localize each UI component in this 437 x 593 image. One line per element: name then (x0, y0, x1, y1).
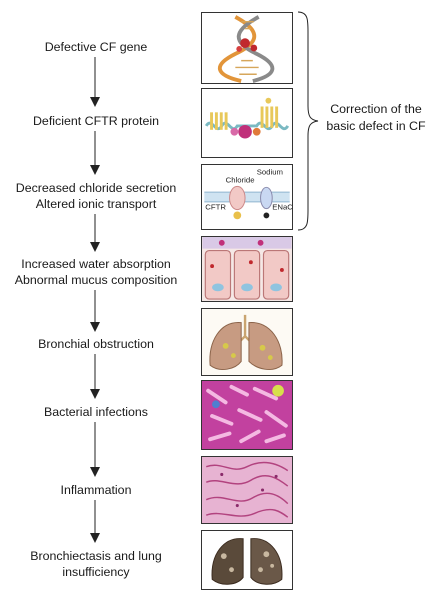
cftr-protein-icon (202, 89, 292, 157)
damaged-lungs-icon (202, 531, 292, 589)
down-arrow-icon (88, 354, 102, 399)
step-defective-gene: Defective CF gene (0, 39, 192, 55)
enac-channel-icon (261, 187, 273, 208)
down-arrow-icon (88, 422, 102, 477)
ion-transport-panel: Chloride Sodium CFTR ENaC (201, 164, 293, 230)
chloride-label: Chloride (226, 175, 255, 184)
dna-helix-icon (202, 13, 292, 83)
step-deficient-protein: Deficient CFTR protein (0, 113, 192, 129)
sodium-label: Sodium (257, 168, 283, 177)
down-arrow-icon (88, 290, 102, 332)
dna-panel (201, 12, 293, 84)
step-inflammation: Inflammation (0, 482, 192, 498)
lungs-icon (202, 309, 292, 375)
down-arrow-icon (88, 131, 102, 175)
damaged-lungs-panel (201, 530, 293, 590)
epithelial-cells-icon (202, 237, 292, 301)
epithelium-panel (201, 236, 293, 302)
lungs-panel (201, 308, 293, 376)
enac-label: ENaC (272, 203, 292, 212)
step-increased-water: Increased water absorption Abnormal mucu… (0, 256, 192, 288)
down-arrow-icon (88, 214, 102, 252)
tissue-icon (202, 457, 292, 523)
cftr-label: CFTR (205, 203, 226, 212)
step-bronchiectasis: Bronchiectasis and lung insufficiency (0, 548, 192, 580)
step-decreased-chloride: Decreased chloride secretion Altered ion… (0, 180, 192, 212)
cftr-channel-icon (230, 186, 246, 209)
step-bronchial-obstruction: Bronchial obstruction (0, 336, 192, 352)
step-bacterial-infections: Bacterial infections (0, 404, 192, 420)
protein-panel (201, 88, 293, 158)
inflammation-panel (201, 456, 293, 524)
bacteria-panel (201, 380, 293, 450)
down-arrow-icon (88, 500, 102, 543)
bacteria-icon (202, 381, 292, 449)
down-arrow-icon (88, 57, 102, 107)
brace-label: Correction of the basic defect in CF (315, 101, 437, 135)
